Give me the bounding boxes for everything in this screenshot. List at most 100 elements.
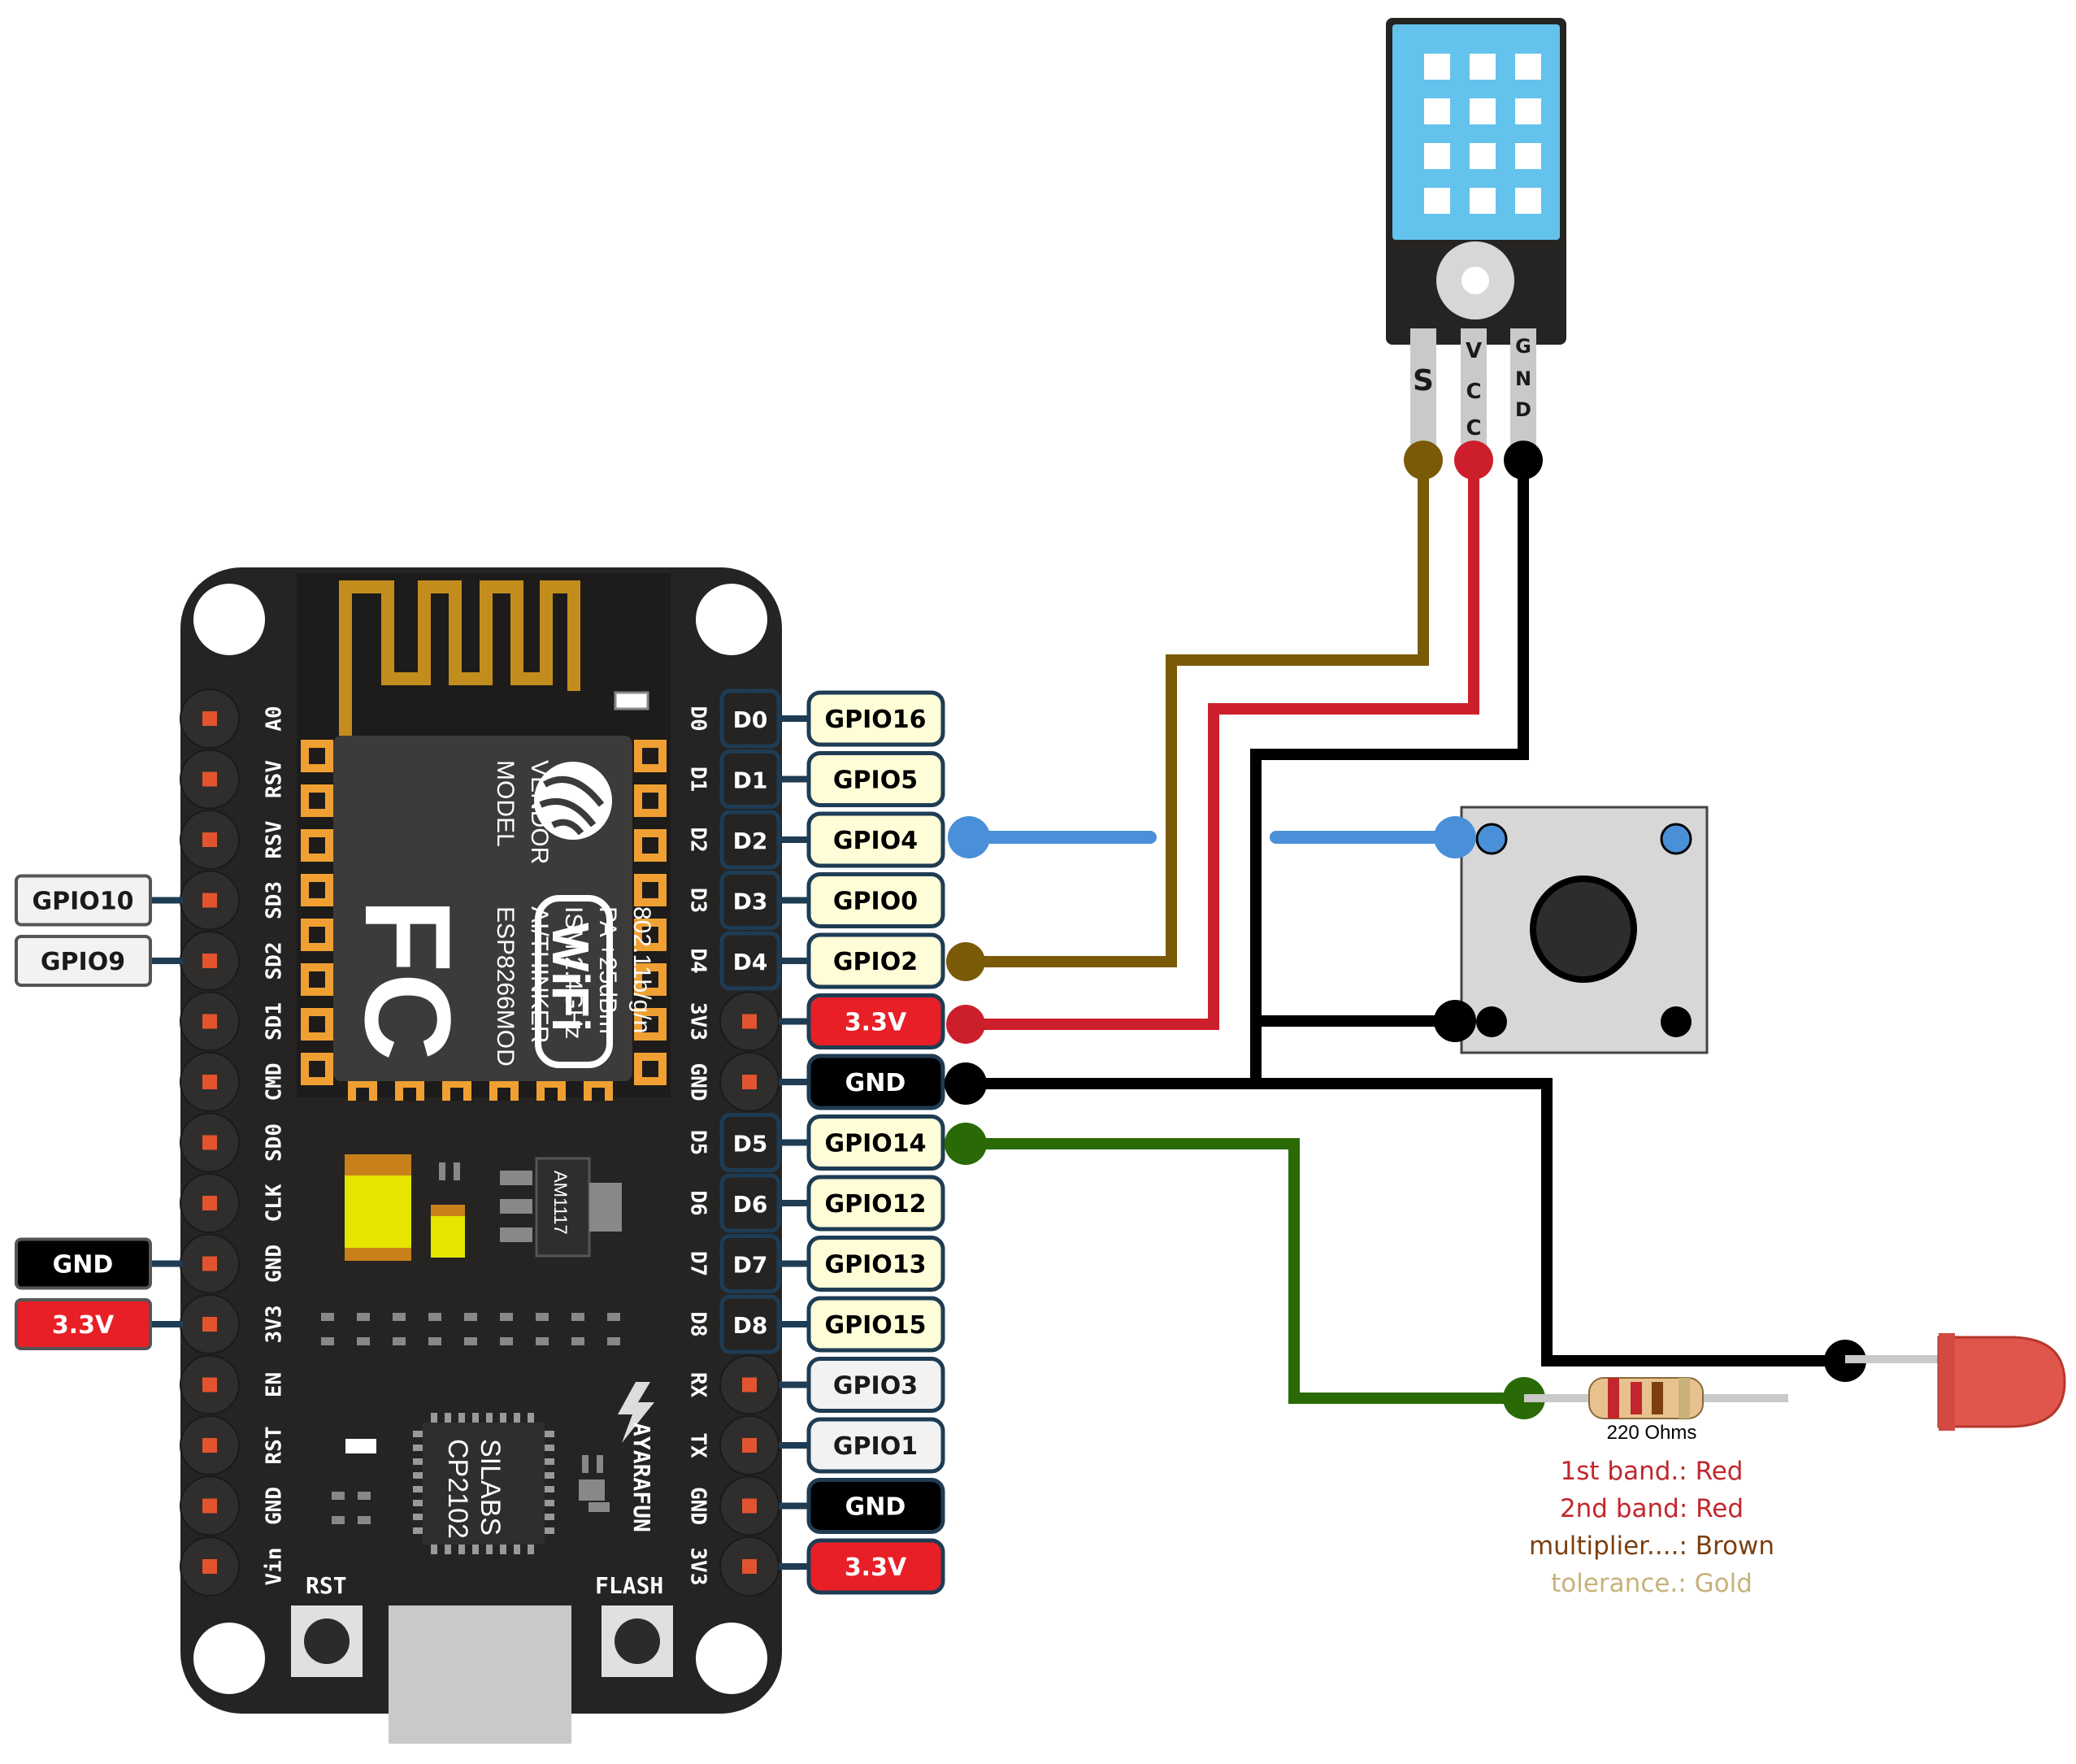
smd-pad [536,1313,549,1321]
header-pin [202,771,217,787]
pin-label-text: 3.3V [52,1311,115,1340]
header-pin [202,1135,217,1150]
pin-label-box [15,1237,152,1290]
pin-label-3-3v: 3.3V [779,993,945,1049]
header-pin [202,1075,217,1089]
pin-name: D4 [733,949,768,975]
small-smd-parts [332,1439,610,1524]
left-silk-label: GND [263,1487,287,1525]
sensor-vent [1515,98,1541,124]
capacitor-large [345,1154,411,1261]
smd-pad [428,1313,441,1321]
resistor-band-2 [1631,1382,1642,1414]
chip-pin [500,1545,506,1554]
pin-label-box [806,811,945,868]
smd-pad [321,1337,334,1345]
wire-joint [945,1062,987,1105]
chip-pin [458,1413,465,1423]
chip-pin [545,1431,554,1437]
module-pad-hole [309,748,325,764]
header-pin [202,1559,217,1574]
smd-pad [500,1337,513,1345]
usb-chip-line2: CP2102 [442,1439,473,1539]
chip-pin [431,1545,437,1554]
pin-label-box [806,1114,945,1171]
header-pin [202,893,217,908]
chip-pin [486,1545,493,1554]
left-silk-label: RSV [263,821,287,859]
pin-label-3-3v: 3.3V [779,1538,945,1595]
wire-main-gnd [966,1078,1845,1366]
wire-joint [948,816,990,858]
wire-sensor-gnd [1250,460,1529,1084]
right-silk-label: TX [686,1432,710,1458]
chip-pin [472,1545,479,1554]
wifi-mark: WiFi [541,923,600,1032]
module-pad-hole [309,1016,325,1032]
header-pin [202,832,217,847]
left-silk-label: SD0 [263,1123,287,1162]
right-silk-label: 3V3 [686,1548,710,1586]
sensor-pin-gnd-label-2: N [1515,367,1531,390]
left-silk-label: Vin [263,1548,287,1586]
left-silk-label: 3V3 [263,1306,287,1344]
right-silk-label: D0 [686,706,710,731]
chip-pin [545,1514,554,1520]
resistor-band-3 [1652,1382,1663,1414]
pin-label-text: GND [845,1069,906,1097]
pin-label-box [15,874,152,927]
chip-pin [545,1527,554,1534]
pin-label-text: GPIO1 [833,1432,918,1461]
pin-label-left-gpio9: GPIO9 [15,935,183,987]
header-pin [202,1014,217,1029]
left-silk-label: EN [263,1372,287,1397]
right-silk-label: D8 [686,1311,710,1336]
header-pin [202,1438,217,1453]
module-pad-hole [450,1088,463,1101]
module-pad-hole [642,882,658,898]
led-rim [1939,1333,1955,1431]
pin-name: D7 [733,1252,768,1279]
module-pad-hole [545,1088,558,1101]
module-pad-hole [642,748,658,764]
pin-label-text: GPIO0 [833,888,918,916]
usb-connector [389,1605,571,1744]
header-pin [202,1498,217,1514]
left-silk-label: A0 [263,706,287,731]
rst-label: RST [306,1572,347,1599]
chip-pin [545,1472,554,1479]
chip-pin [528,1413,534,1423]
pin-label-box [806,993,945,1049]
sensor-pin-vcc-label-3: C [1466,416,1481,441]
right-silk-label: D6 [686,1190,710,1215]
pin-label-text: GPIO15 [824,1311,926,1340]
chip-pin [413,1445,423,1451]
push-button-pin [1475,823,1508,855]
right-silk-label: D1 [686,767,710,792]
sensor-vent [1470,98,1496,124]
header-pin [742,1014,757,1029]
header-pin [742,1498,757,1514]
module-line5: 802.11b/g/n [628,906,655,1033]
module-pad-hole [642,1061,658,1077]
smd-pad [607,1313,620,1321]
wire-joint [1434,816,1476,858]
module-pad-hole [642,927,658,943]
header-pin [202,954,217,968]
module-pad-hole [592,1088,605,1101]
sensor-vent [1424,54,1450,80]
left-silk-label: SD3 [263,881,287,919]
esp-module: FC MODEL VENDOR ESP8266MOD AI/THINKER IS… [297,573,671,1101]
pin-label-box [806,872,945,928]
pin-label-text: GPIO2 [833,948,918,976]
push-button-cap [1530,875,1637,983]
antenna-trace [339,580,580,736]
module-pad-hole [642,1016,658,1032]
